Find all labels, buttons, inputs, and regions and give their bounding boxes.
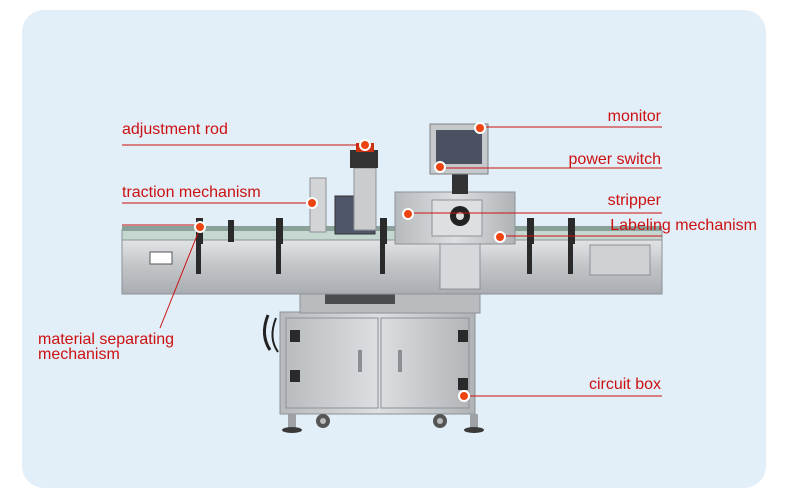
touch-monitor [429,123,489,194]
leader-lines [122,126,662,397]
label-labeling-mechanism: Labeling mechanism [610,217,757,234]
callout-markers [194,122,506,402]
label-circuit-box: circuit box [588,376,661,393]
label-adjustment-rod: adjustment rod [122,121,228,138]
legs [282,414,484,433]
label-power-switch: power switch [568,151,661,168]
label-material-separating-line2: mechanism [38,346,120,363]
label-traction-mechanism: traction mechanism [122,184,261,201]
label-monitor: monitor [607,108,661,125]
label-material-separating-line1: material separating [38,331,175,348]
cabinet [279,311,476,415]
label-stripper: stripper [607,192,661,209]
